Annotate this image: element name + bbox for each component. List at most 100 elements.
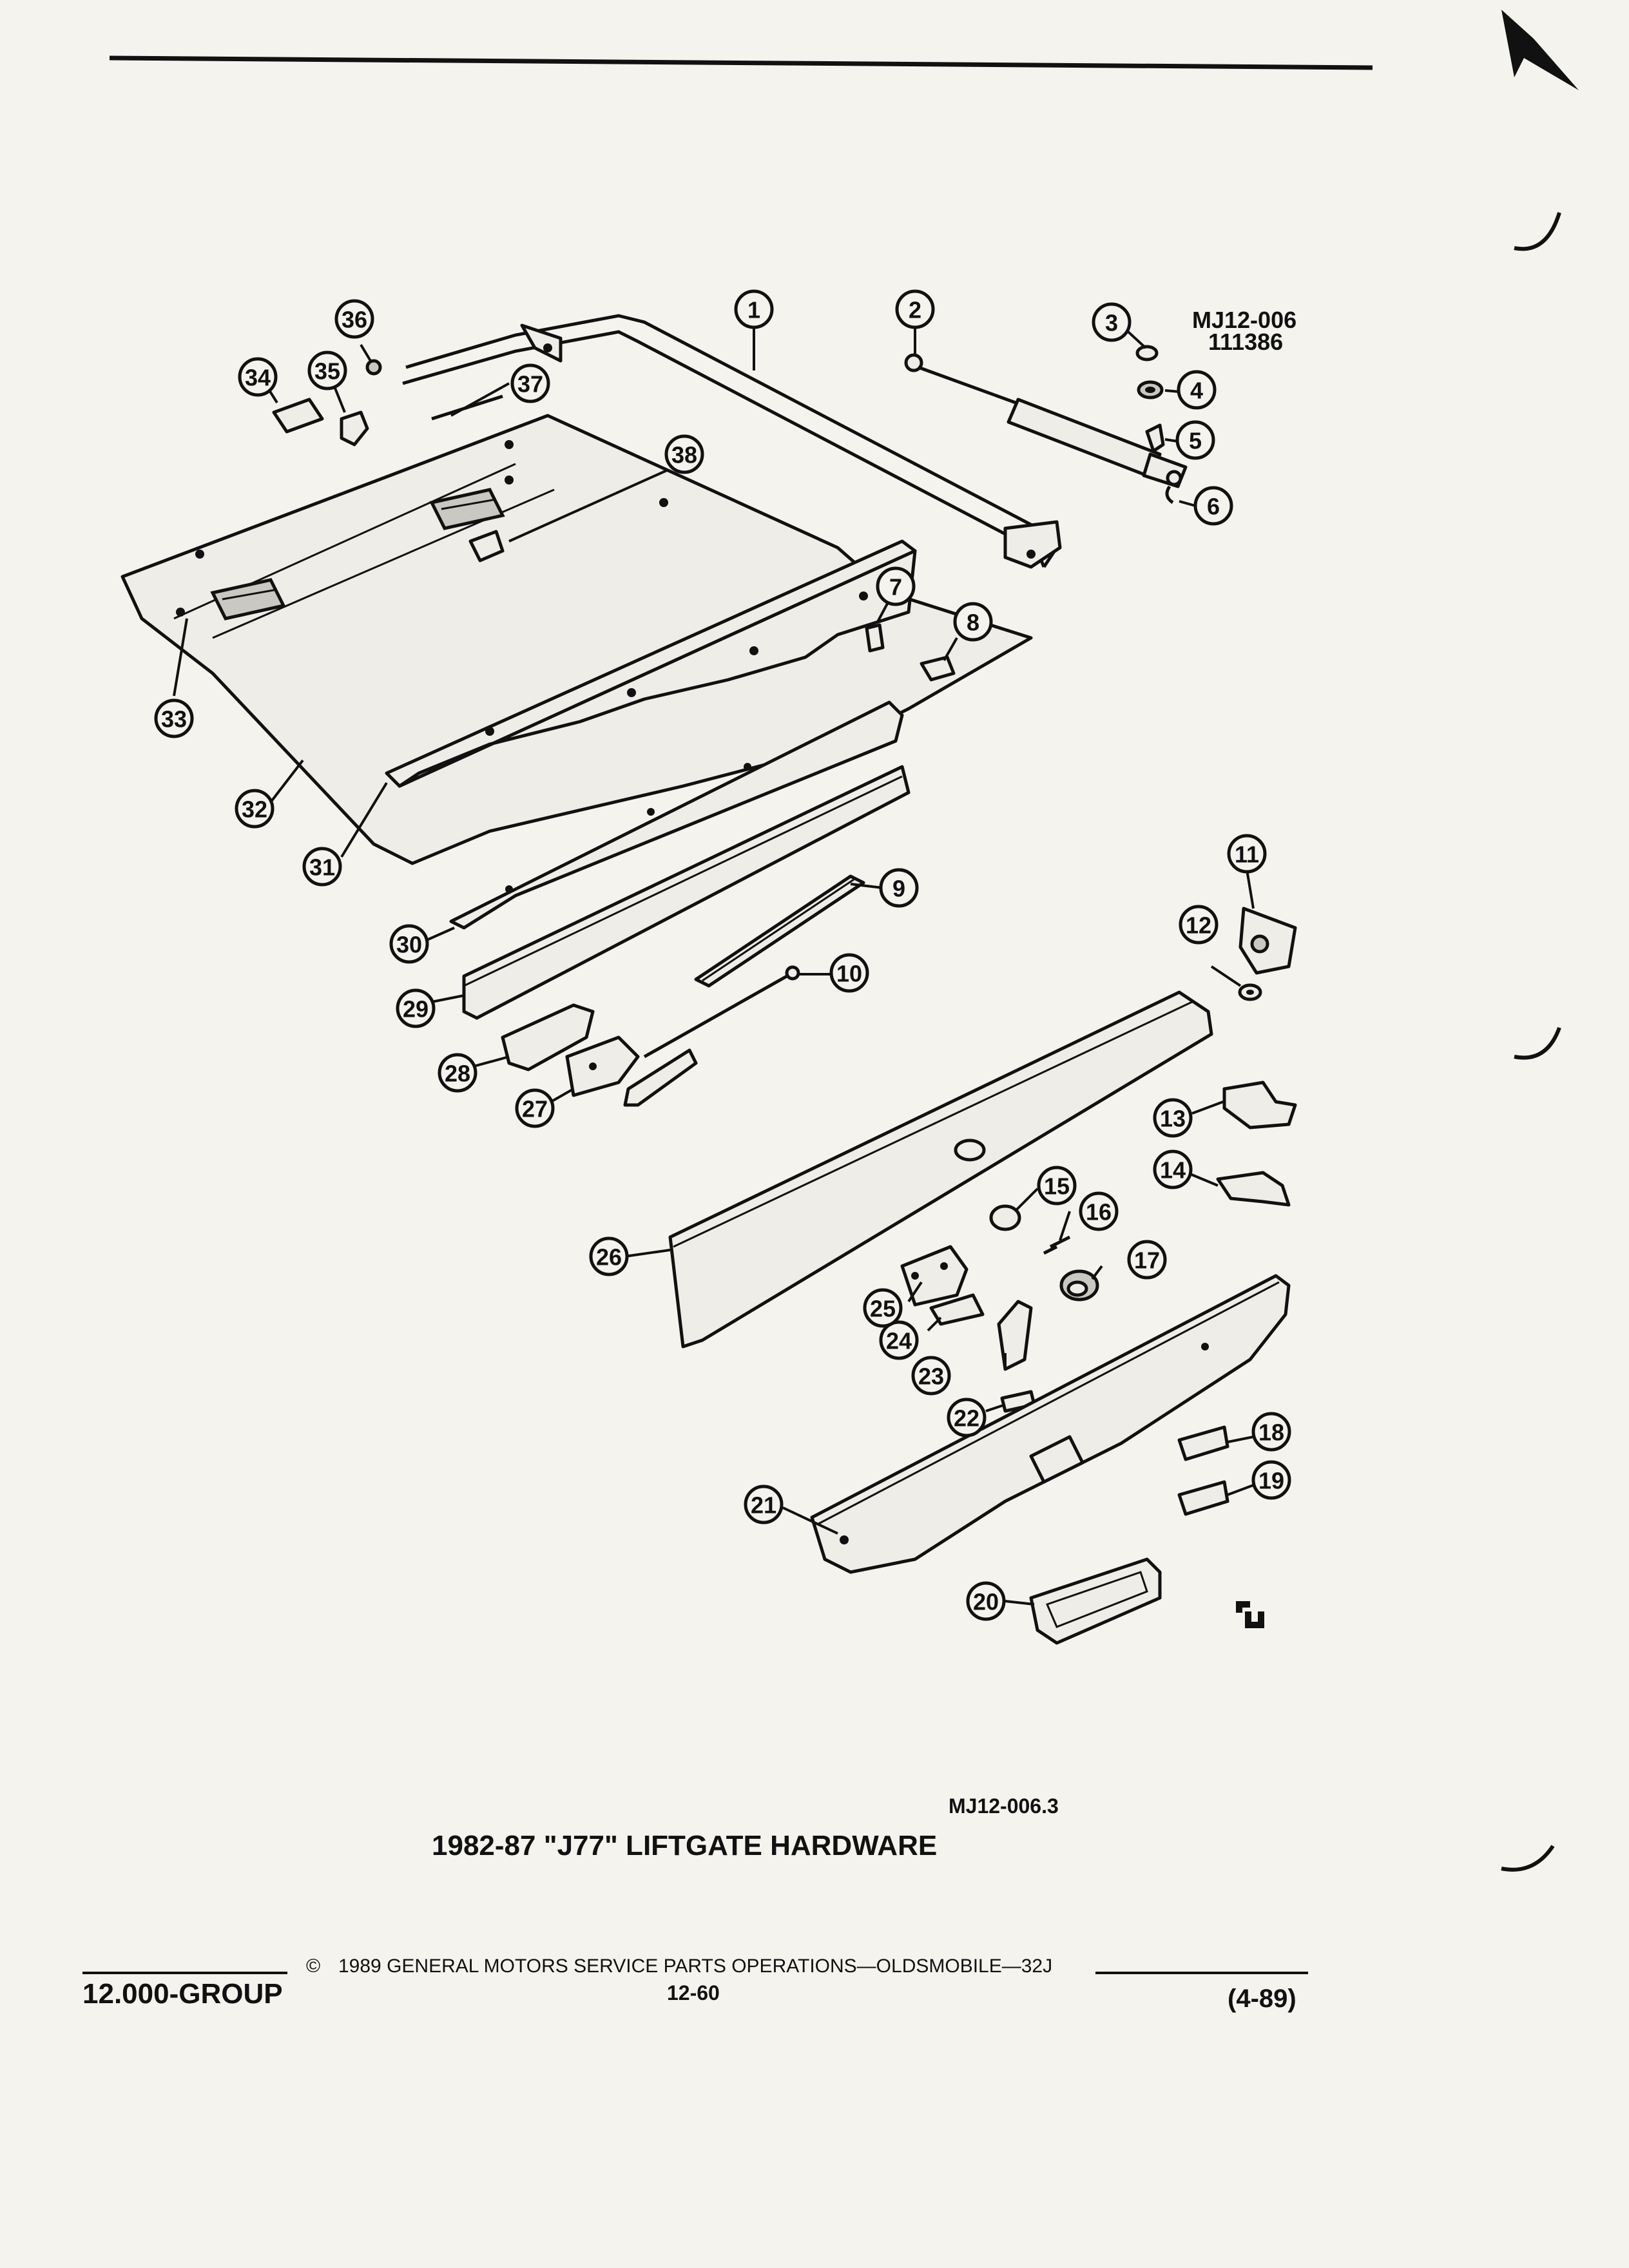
svg-text:13: 13 — [1160, 1106, 1186, 1132]
svg-text:26: 26 — [596, 1244, 622, 1271]
svg-text:27: 27 — [522, 1096, 548, 1122]
callout-38: 38 — [664, 434, 704, 474]
svg-text:16: 16 — [1086, 1199, 1112, 1225]
svg-text:15: 15 — [1044, 1173, 1070, 1200]
binder-mark — [1501, 1845, 1555, 1872]
lower-finish-molding — [449, 700, 904, 930]
svg-text:7: 7 — [889, 574, 902, 601]
callout-4: 4 — [1177, 370, 1217, 410]
liftgate-weatherstrip-frame — [402, 314, 1062, 569]
callout-8: 8 — [953, 602, 993, 642]
callout-26: 26 — [589, 1236, 629, 1276]
callout-36: 36 — [334, 299, 374, 339]
wiper-blade — [694, 874, 865, 988]
svg-text:8: 8 — [967, 610, 979, 636]
callout-35: 35 — [307, 351, 347, 390]
lower-channel-molding — [462, 765, 911, 1020]
svg-text:24: 24 — [886, 1328, 912, 1354]
callout-14: 14 — [1153, 1149, 1193, 1189]
callout-9: 9 — [879, 868, 919, 908]
svg-text:30: 30 — [396, 932, 422, 958]
callout-19: 19 — [1251, 1460, 1291, 1500]
footer-date: (4-89) — [1228, 1984, 1296, 2013]
top-rule — [109, 55, 1373, 70]
callout-29: 29 — [396, 988, 436, 1028]
callout-5: 5 — [1175, 420, 1215, 460]
upper-applique-panel — [668, 990, 1213, 1349]
striker-brackets — [1216, 1081, 1297, 1207]
svg-text:38: 38 — [671, 442, 697, 468]
callout-23: 23 — [911, 1356, 951, 1396]
svg-text:5: 5 — [1189, 428, 1202, 454]
svg-text:25: 25 — [870, 1296, 896, 1322]
callout-6: 6 — [1193, 486, 1233, 526]
callout-21: 21 — [744, 1485, 784, 1524]
callout-31: 31 — [302, 847, 342, 887]
svg-text:19: 19 — [1258, 1468, 1284, 1494]
lock-cylinder-group — [989, 1204, 1099, 1302]
callout-1: 1 — [734, 289, 774, 329]
wiper-arm — [623, 965, 800, 1107]
callout-34: 34 — [238, 357, 278, 397]
footer-group: 12.000-GROUP — [82, 1978, 283, 2010]
panel-fasteners — [865, 623, 956, 682]
svg-text:22: 22 — [954, 1405, 979, 1432]
corner-mark — [1501, 10, 1579, 90]
footer-copyright: 1989 GENERAL MOTORS SERVICE PARTS OPERAT… — [338, 1956, 1053, 1977]
callout-13: 13 — [1153, 1098, 1193, 1138]
footer-page-number: 12-60 — [667, 1981, 720, 2004]
svg-text:29: 29 — [403, 996, 429, 1023]
binder-mark — [1514, 1026, 1561, 1060]
callout-15: 15 — [1037, 1166, 1077, 1206]
strut-hardware — [1135, 345, 1174, 505]
svg-text:18: 18 — [1258, 1419, 1284, 1446]
callout-30: 30 — [389, 924, 429, 964]
gm-parts-logo — [1236, 1601, 1264, 1628]
svg-text:10: 10 — [836, 961, 862, 987]
svg-text:37: 37 — [517, 371, 543, 398]
diagram-code: MJ12-006 — [1192, 307, 1297, 333]
callout-17: 17 — [1127, 1240, 1167, 1280]
svg-text:4: 4 — [1190, 378, 1203, 404]
svg-text:21: 21 — [751, 1492, 776, 1519]
svg-text:2: 2 — [909, 297, 921, 323]
svg-text:6: 6 — [1207, 494, 1220, 520]
diagram-date: 111386 — [1208, 329, 1284, 355]
callout-28: 28 — [438, 1053, 477, 1093]
svg-text:32: 32 — [242, 796, 267, 823]
footer-group-rule — [82, 1972, 287, 1974]
binder-mark — [1514, 212, 1561, 251]
svg-text:28: 28 — [445, 1061, 470, 1087]
svg-text:34: 34 — [245, 365, 271, 391]
callout-2: 2 — [895, 289, 935, 329]
svg-text:20: 20 — [973, 1589, 999, 1615]
callout-27: 27 — [515, 1088, 555, 1128]
svg-text:17: 17 — [1134, 1247, 1160, 1274]
svg-text:33: 33 — [161, 706, 187, 733]
callout-24: 24 — [879, 1320, 919, 1360]
latch-bracket-hardware — [1238, 907, 1297, 1001]
footer-copyright-symbol: © — [306, 1956, 321, 1977]
gas-support-strut — [904, 353, 1188, 488]
callout-33: 33 — [154, 698, 194, 738]
callout-3: 3 — [1092, 302, 1132, 342]
svg-text:23: 23 — [918, 1363, 944, 1390]
svg-text:11: 11 — [1235, 841, 1259, 868]
lower-applique-panel — [810, 1274, 1291, 1574]
svg-text:1: 1 — [747, 297, 760, 323]
callout-37: 37 — [510, 363, 550, 403]
callout-18: 18 — [1251, 1412, 1291, 1452]
callout-16: 16 — [1079, 1191, 1119, 1231]
callout-32: 32 — [235, 789, 275, 829]
wiper-motor-bracket — [501, 1003, 640, 1097]
callout-20: 20 — [966, 1581, 1006, 1621]
footer-right-rule — [1095, 1972, 1308, 1974]
callout-7: 7 — [876, 566, 916, 606]
callout-25: 25 — [863, 1288, 903, 1328]
callout-12: 12 — [1179, 905, 1219, 945]
figure-number: MJ12-006.3 — [949, 1794, 1059, 1818]
svg-text:12: 12 — [1186, 912, 1211, 939]
